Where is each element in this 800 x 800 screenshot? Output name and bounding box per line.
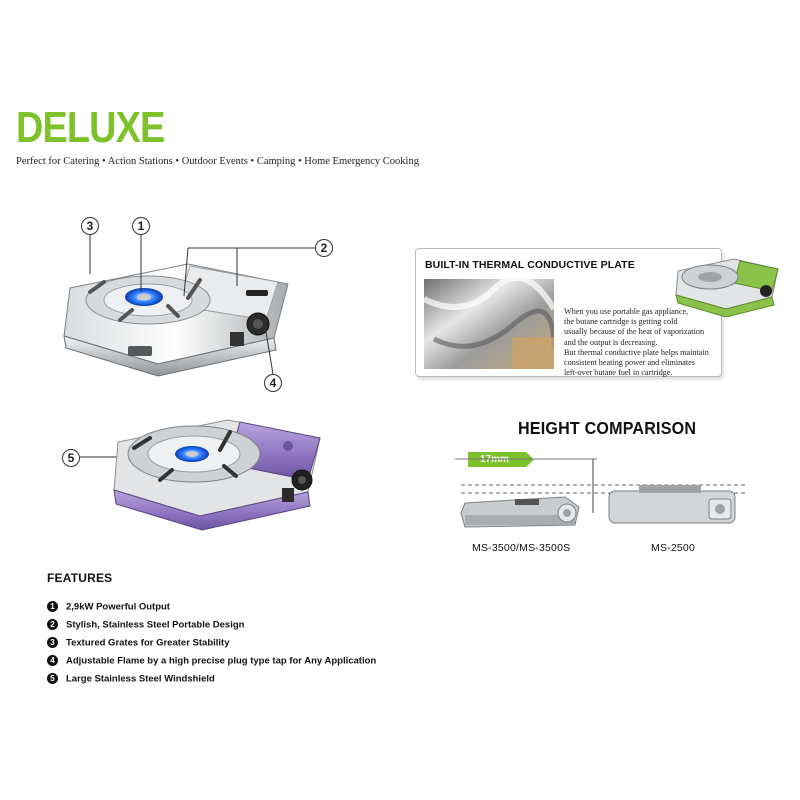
green-stove-image <box>675 258 779 317</box>
model-ms-2500-label: MS-2500 <box>651 542 696 554</box>
silver-stove-image <box>63 263 289 377</box>
feature-text: Stylish, Stainless Steel Portable Design <box>66 619 245 631</box>
feature-item: 5 Large Stainless Steel Windshield <box>47 670 215 685</box>
thermal-plate-panel: BUILT-IN THERMAL CONDUCTIVE PLATE <box>415 248 779 378</box>
thermal-line: usually because of the heat of vaporizat… <box>564 327 705 337</box>
feature-text: Adjustable Flame by a high precise plug … <box>66 655 377 667</box>
feature-number: 5 <box>47 673 58 685</box>
feature-number: 2 <box>47 619 58 631</box>
callout-4: 4 <box>264 374 282 392</box>
thermal-plate-description: When you use portable gas appliance, the… <box>564 307 724 378</box>
feature-item: 1 2,9kW Powerful Output <box>47 598 170 613</box>
page-subtitle: Perfect for Catering • Action Stations •… <box>16 156 419 167</box>
thermal-line: But thermal conductive plate helps maint… <box>564 347 709 357</box>
feature-number: 1 <box>47 601 58 613</box>
feature-text: Large Stainless Steel Windshield <box>66 673 215 685</box>
callout-5: 5 <box>62 449 80 467</box>
feature-item: 3 Textured Grates for Greater Stability <box>47 634 230 649</box>
page-title: DELUXE <box>16 103 165 152</box>
thermal-line: the butane cartridge is getting cold <box>564 317 678 327</box>
thermal-line: consistent heating power and eliminates <box>564 358 695 368</box>
feature-number: 3 <box>47 637 58 649</box>
callout-2: 2 <box>315 239 333 257</box>
feature-text: Textured Grates for Greater Stability <box>66 637 230 649</box>
thermal-plate-title: BUILT-IN THERMAL CONDUCTIVE PLATE <box>425 259 635 271</box>
purple-stove-image <box>113 419 321 531</box>
thermal-line: left-over butane fuel in cartridge. <box>564 368 673 378</box>
thermal-line: When you use portable gas appliance, <box>564 307 689 316</box>
thermal-line: and the output is decreasing. <box>564 337 658 347</box>
feature-item: 4 Adjustable Flame by a high precise plug… <box>47 652 377 667</box>
model-ms-3500-label: MS-3500/MS-3500S <box>472 542 571 554</box>
height-comparison-title: HEIGHT COMPARISON <box>518 418 697 438</box>
feature-number: 4 <box>47 655 58 667</box>
height-comparison-graphic <box>455 458 745 528</box>
features-title: FEATURES <box>47 571 113 585</box>
thermal-plate-photo <box>424 279 554 369</box>
feature-item: 2 Stylish, Stainless Steel Portable Desig… <box>47 616 245 631</box>
feature-text: 2,9kW Powerful Output <box>66 601 170 613</box>
